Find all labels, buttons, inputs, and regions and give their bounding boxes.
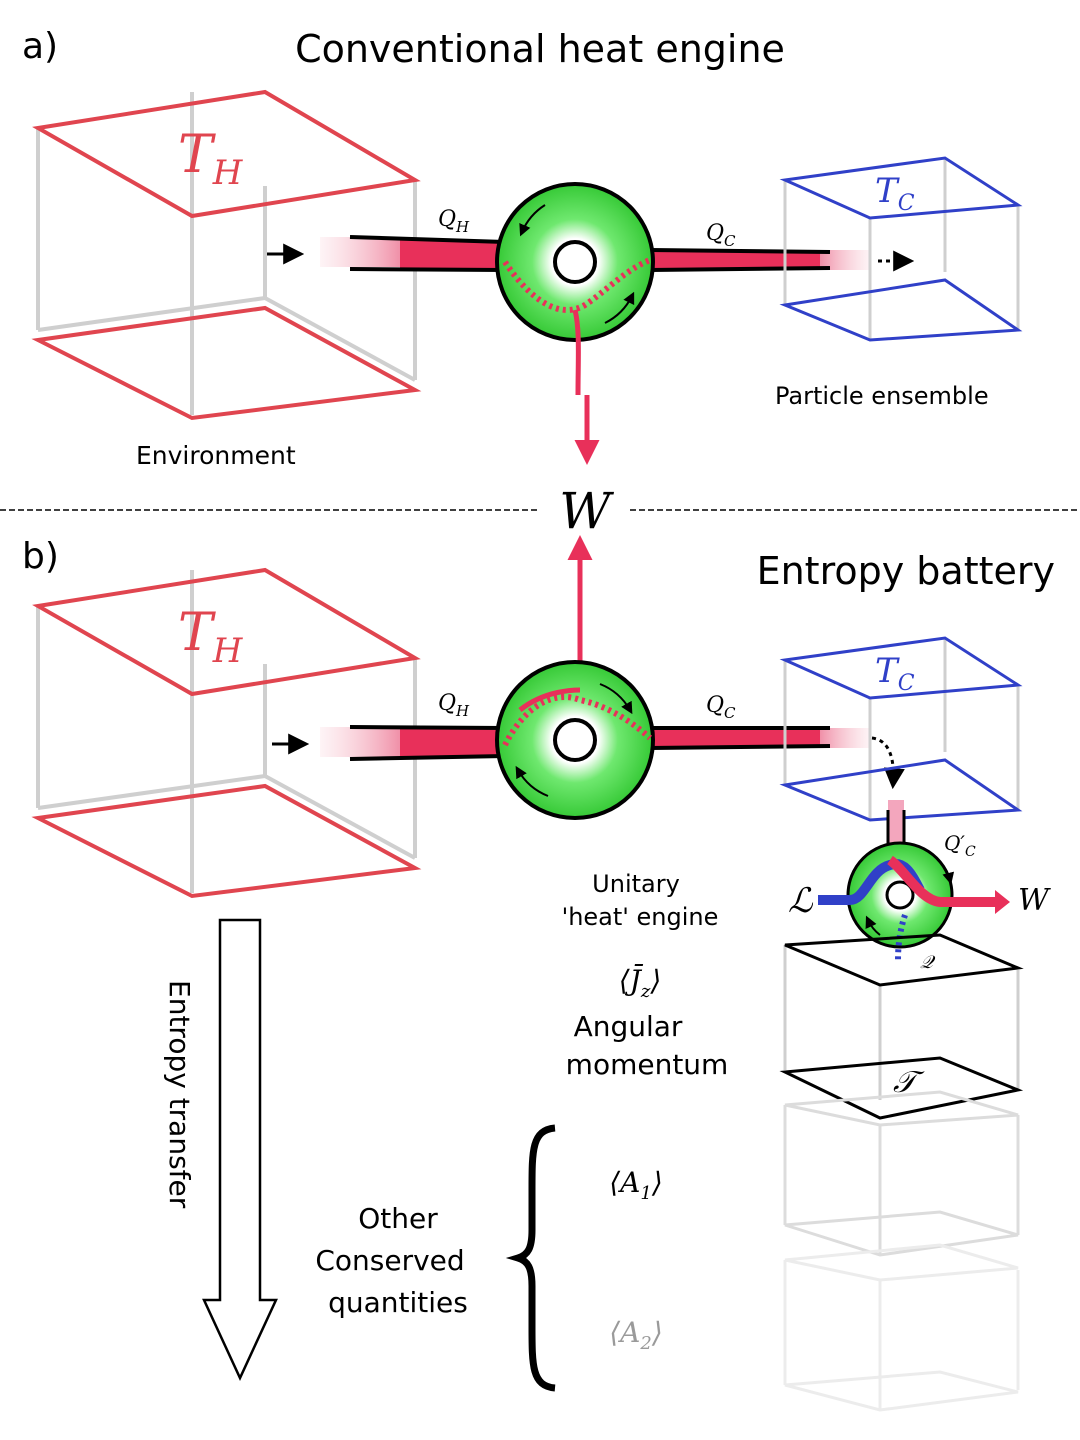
heat-out-label-a: QC — [706, 221, 736, 250]
outflow-arrow-b — [871, 736, 905, 790]
cold-pipe-a — [649, 248, 870, 272]
conserved-quantity-box-1 — [783, 1090, 1020, 1257]
heat-out-label-b: QC — [706, 693, 736, 722]
a2-label: ⟨A2⟩ — [609, 1316, 663, 1354]
jz-label: ⟨J̄z⟩ — [619, 963, 662, 1002]
w-symbol-label: W — [1018, 883, 1051, 918]
unitary-label-line1: Unitary — [592, 870, 680, 898]
unitary-engine — [818, 800, 1010, 961]
panel-b-label: b) — [22, 536, 59, 577]
angular-momentum-box — [779, 933, 1024, 1120]
angular-label-line2: momentum — [566, 1048, 729, 1081]
conserved-quantity-box-2 — [783, 1243, 1020, 1412]
entropy-transfer-label: Entropy transfer — [163, 980, 196, 1209]
other-label-line3: quantities — [328, 1286, 468, 1319]
panel-b-title: Entropy battery — [757, 549, 1055, 593]
hot-pipe-b — [320, 725, 506, 761]
other-label-line1: Other — [358, 1202, 438, 1235]
cold-reservoir-box-b — [779, 636, 1023, 822]
q-prime-label: Q′C — [944, 831, 976, 860]
entropy-transfer-arrow — [202, 918, 278, 1381]
a1-label: ⟨A1⟩ — [609, 1166, 663, 1204]
brace — [505, 1124, 556, 1392]
hot-reservoir-label-b: TH — [178, 603, 244, 671]
unitary-label-line2: 'heat' engine — [562, 903, 719, 931]
hot-pipe-a — [320, 235, 506, 272]
heat-in-label-b: QH — [438, 691, 470, 720]
panel-a-title: Conventional heat engine — [295, 27, 785, 71]
cold-pipe-b — [649, 726, 870, 750]
other-label-line2: Conserved — [315, 1244, 464, 1277]
hot-reservoir-box-a — [31, 89, 422, 421]
work-label: W — [559, 482, 614, 540]
cold-reservoir-box-a — [779, 156, 1023, 342]
q-script-label: 𝒬 — [920, 952, 936, 973]
cold-reservoir-label-a: TC — [875, 171, 915, 216]
l-symbol-label: ℒ — [788, 881, 814, 921]
particle-ensemble-label: Particle ensemble — [775, 382, 989, 410]
hot-reservoir-label-a: TH — [178, 125, 244, 193]
engine-ring-b — [495, 660, 655, 820]
angular-label-line1: Angular — [574, 1010, 683, 1043]
environment-label: Environment — [136, 441, 296, 470]
cold-reservoir-label-b: TC — [875, 651, 915, 696]
heat-in-label-a: QH — [438, 207, 470, 236]
engine-ring-a — [495, 182, 655, 396]
panel-a-label: a) — [22, 26, 58, 67]
